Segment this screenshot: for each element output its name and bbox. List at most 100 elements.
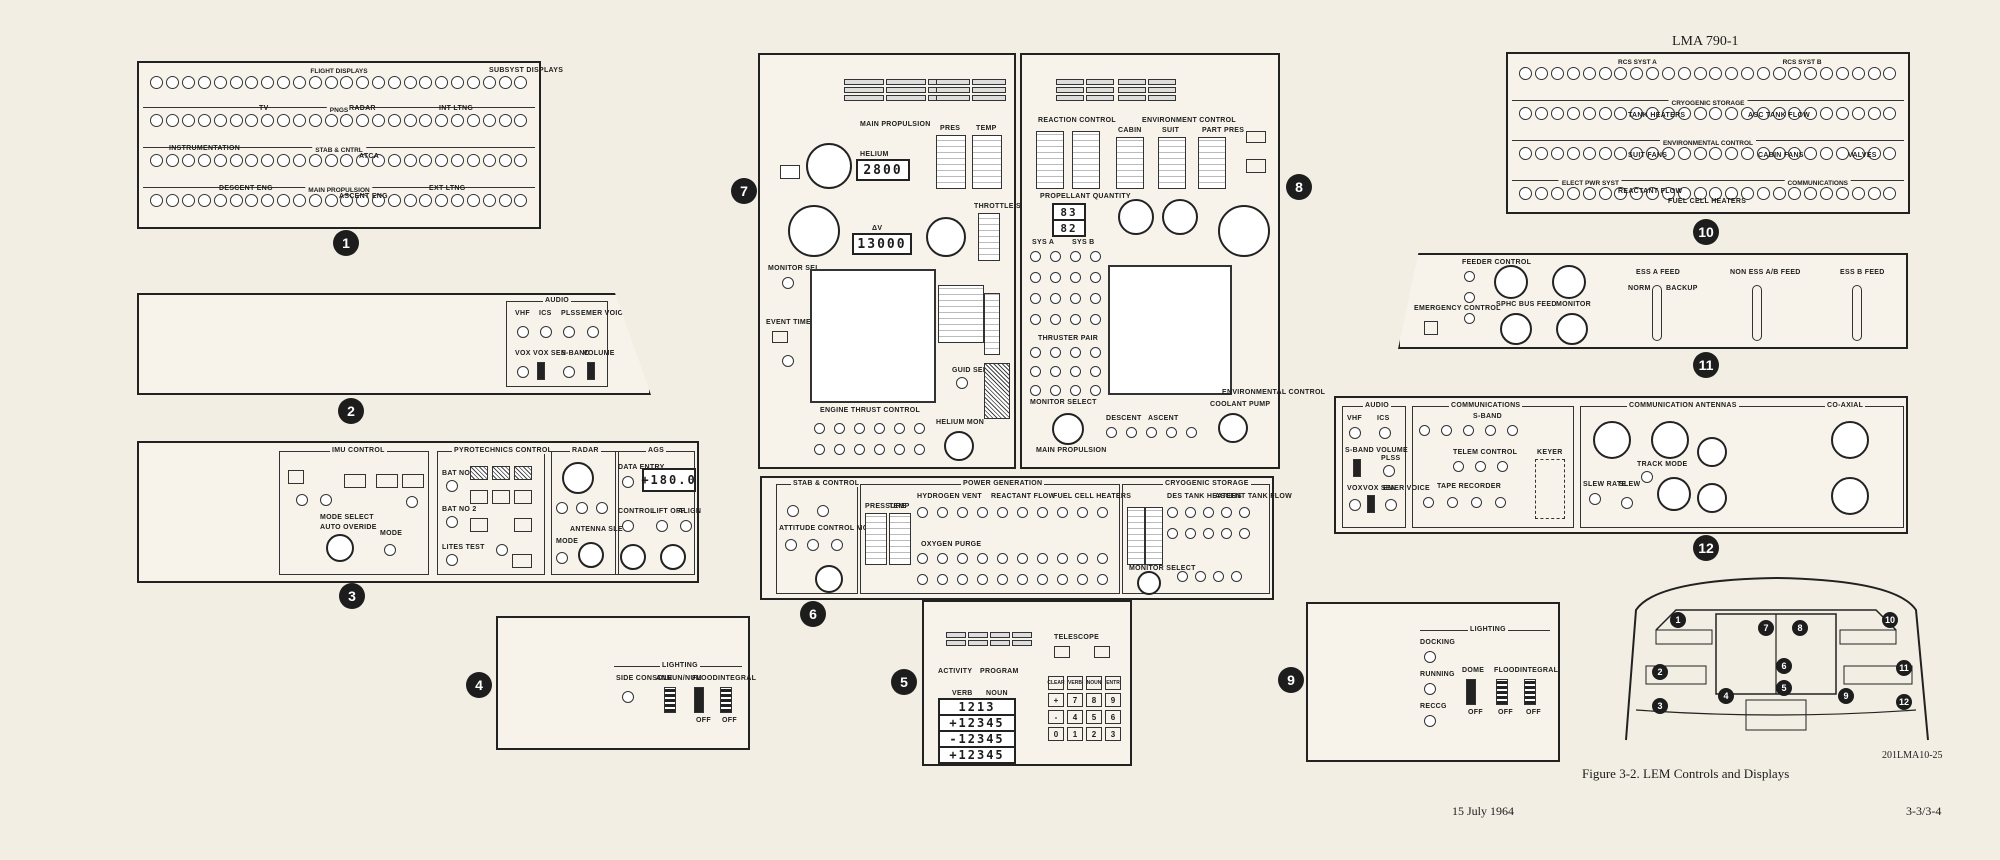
- master-alarm-button-8[interactable]: [1246, 159, 1266, 173]
- vox-sen-thumbwheel[interactable]: [537, 362, 545, 380]
- rcs-switch[interactable]: [1050, 272, 1061, 283]
- power-switch[interactable]: [1017, 574, 1028, 585]
- engine-switch[interactable]: [854, 444, 865, 455]
- mode-select-knob[interactable]: [326, 534, 354, 562]
- thruster-switch[interactable]: [1050, 347, 1061, 358]
- cryo-switch[interactable]: [1167, 507, 1178, 518]
- pyro-button-8[interactable]: [514, 518, 532, 532]
- pyro-button-3[interactable]: [514, 466, 532, 480]
- rcs-switch[interactable]: [1090, 293, 1101, 304]
- thruster-switch[interactable]: [1030, 347, 1041, 358]
- feeder-switch[interactable]: [1464, 313, 1475, 324]
- dsky-key[interactable]: -: [1048, 710, 1064, 724]
- power-switch[interactable]: [1057, 553, 1068, 564]
- volume-thumbwheel[interactable]: [587, 362, 595, 380]
- antenna-knob-1[interactable]: [1657, 477, 1691, 511]
- dsky-key[interactable]: 5: [1086, 710, 1102, 724]
- dsky-key[interactable]: CLEAR: [1047, 676, 1065, 690]
- dsky-key[interactable]: 9: [1105, 693, 1121, 707]
- ags-mode-knob-1[interactable]: [620, 544, 646, 570]
- ags-control-switch[interactable]: [622, 520, 634, 532]
- plss-switch-12[interactable]: [1383, 465, 1395, 477]
- stab-switch-3[interactable]: [785, 539, 797, 551]
- vox-switch[interactable]: [517, 366, 529, 378]
- integral-thumbwheel-9[interactable]: [1524, 679, 1536, 705]
- telescope-button-1[interactable]: [1054, 646, 1070, 658]
- stab-switch-4[interactable]: [807, 539, 819, 551]
- engine-switch[interactable]: [854, 423, 865, 434]
- stab-mode-knob[interactable]: [815, 565, 843, 593]
- coolant-pump-knob[interactable]: [1218, 413, 1248, 443]
- engine-switch[interactable]: [914, 423, 925, 434]
- power-switch[interactable]: [1017, 553, 1028, 564]
- vox-switch-12[interactable]: [1349, 499, 1361, 511]
- running-switch[interactable]: [1424, 683, 1436, 695]
- telem-switch[interactable]: [1475, 461, 1486, 472]
- rcs-switch[interactable]: [1030, 314, 1041, 325]
- power-switch[interactable]: [917, 553, 928, 564]
- imu-button-1[interactable]: [288, 470, 304, 484]
- co-axial-knob-1[interactable]: [1831, 421, 1869, 459]
- comm-switch[interactable]: [1441, 425, 1452, 436]
- power-switch[interactable]: [977, 574, 988, 585]
- cryo-switch[interactable]: [1239, 507, 1250, 518]
- s-band-switch[interactable]: [563, 366, 575, 378]
- power-switch[interactable]: [1017, 507, 1028, 518]
- power-switch[interactable]: [1077, 574, 1088, 585]
- dsky-key[interactable]: 0: [1048, 727, 1064, 741]
- track-mode-switch[interactable]: [1641, 471, 1653, 483]
- rcs-switch[interactable]: [1030, 293, 1041, 304]
- helium-mon-knob[interactable]: [944, 431, 974, 461]
- dsky-key[interactable]: 7: [1067, 693, 1083, 707]
- co-axial-knob-2[interactable]: [1831, 477, 1869, 515]
- annun-num-thumbwheel[interactable]: [664, 687, 676, 713]
- feeder-switch[interactable]: [1464, 271, 1475, 282]
- imu-knob-1[interactable]: [296, 494, 308, 506]
- power-switch[interactable]: [957, 553, 968, 564]
- lift-off-switch[interactable]: [656, 520, 668, 532]
- power-switch[interactable]: [997, 574, 1008, 585]
- cryo-switch[interactable]: [1221, 528, 1232, 539]
- rcs-switch[interactable]: [1070, 251, 1081, 262]
- rcs-switch[interactable]: [1030, 251, 1041, 262]
- tape-switch[interactable]: [1447, 497, 1458, 508]
- non-ess-ab-feed-handle[interactable]: [1752, 285, 1762, 341]
- power-switch[interactable]: [937, 574, 948, 585]
- telem-switch[interactable]: [1453, 461, 1464, 472]
- cryo-switch[interactable]: [1221, 507, 1232, 518]
- pyro-button-5[interactable]: [492, 490, 510, 504]
- power-switch[interactable]: [1037, 507, 1048, 518]
- stab-switch-5[interactable]: [831, 539, 843, 551]
- pyro-switch-1[interactable]: [496, 544, 508, 556]
- prop-switch[interactable]: [1106, 427, 1117, 438]
- side-console-switch[interactable]: [622, 691, 634, 703]
- emer-voice-switch[interactable]: [587, 326, 599, 338]
- cryo-switch[interactable]: [1195, 571, 1206, 582]
- bat-no-1-switch[interactable]: [446, 480, 458, 492]
- imu-button-3[interactable]: [376, 474, 398, 488]
- tape-switch[interactable]: [1471, 497, 1482, 508]
- power-switch[interactable]: [957, 574, 968, 585]
- pyro-button-1[interactable]: [470, 466, 488, 480]
- bat-no-2-switch[interactable]: [446, 516, 458, 528]
- event-timer-button[interactable]: [772, 331, 788, 343]
- engine-switch[interactable]: [814, 423, 825, 434]
- thruster-switch[interactable]: [1050, 385, 1061, 396]
- keyer-box[interactable]: [1535, 459, 1565, 519]
- prop-switch[interactable]: [1126, 427, 1137, 438]
- engine-switch[interactable]: [914, 444, 925, 455]
- flood-thumbwheel-9[interactable]: [1496, 679, 1508, 705]
- rcs-switch[interactable]: [1070, 314, 1081, 325]
- power-switch[interactable]: [957, 507, 968, 518]
- pyro-button-2[interactable]: [492, 466, 510, 480]
- comm-switch[interactable]: [1485, 425, 1496, 436]
- dsky-key[interactable]: 8: [1086, 693, 1102, 707]
- rcs-switch[interactable]: [1050, 251, 1061, 262]
- dsky-key[interactable]: 2: [1086, 727, 1102, 741]
- tape-switch[interactable]: [1495, 497, 1506, 508]
- rcs-switch[interactable]: [1070, 272, 1081, 283]
- guid-sel-switch[interactable]: [956, 377, 968, 389]
- cryo-switch[interactable]: [1185, 528, 1196, 539]
- slew-rate-switch[interactable]: [1589, 493, 1601, 505]
- dsky-key[interactable]: 1: [1067, 727, 1083, 741]
